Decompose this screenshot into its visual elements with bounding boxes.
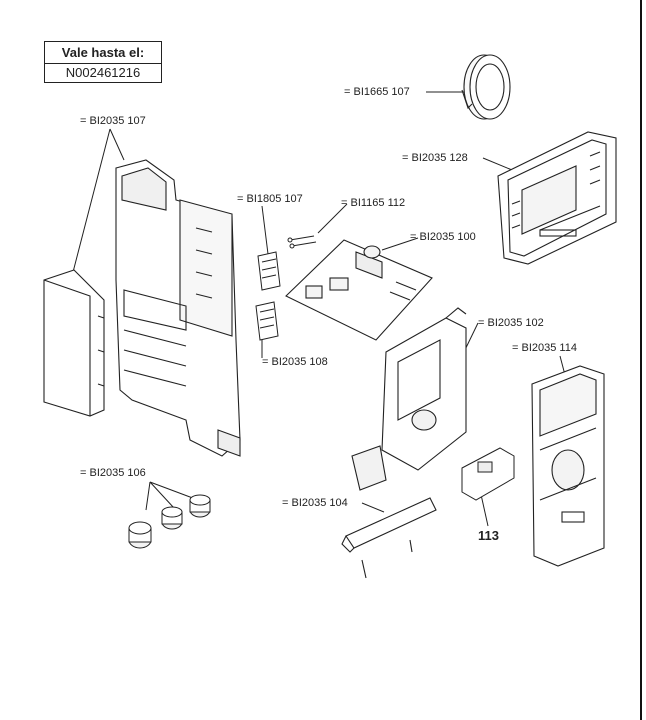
part-bi2035-106-glands: [128, 494, 211, 549]
leader-bi1165-112: [317, 203, 348, 234]
part-bi2035-114-cover: [531, 365, 605, 567]
label-bi1165-112: = BI1165 112: [341, 197, 406, 209]
label-bi1805-107: = BI1805 107: [237, 193, 303, 205]
part-bi2035-104-clamp: [341, 497, 437, 579]
validity-code: N002461216: [65, 65, 141, 80]
label-bi2035-104: = BI2035 104: [282, 497, 348, 509]
leader-bi2035-106: [145, 481, 199, 511]
label-bi2035-106: = BI2035 106: [80, 467, 146, 479]
leader-bi2035-100: [381, 237, 419, 251]
part-bi2035-128-panel: [497, 131, 617, 265]
part-bi1165-112-pins: [287, 235, 317, 249]
label-bi2035-107: = BI2035 107: [80, 115, 146, 127]
part-bi1805-107-terminal: [257, 251, 281, 291]
part-113-board: [461, 447, 515, 501]
validity-divider: [45, 63, 161, 64]
leader-bi2035-128: [482, 157, 513, 171]
part-bi2035-102-frame: [351, 307, 467, 491]
label-bi2035-114: = BI2035 114: [512, 342, 577, 354]
part-side-cover: [43, 269, 105, 417]
part-bi1665-107-knob: [461, 54, 511, 120]
leader-bi2035-107: [71, 128, 125, 277]
leader-bi2035-104: [361, 502, 385, 513]
label-bi2035-100: = BI2035 100: [410, 231, 476, 243]
frame-border-line: [640, 0, 642, 720]
part-bi2035-100-pcb: [285, 239, 433, 341]
label-bi2035-102: = BI2035 102: [478, 317, 544, 329]
part-bi2035-107-housing: [115, 159, 241, 457]
validity-box: Vale hasta el: N002461216: [44, 41, 162, 83]
label-bi1665-107: = BI1665 107: [344, 86, 410, 98]
part-bi2035-108-terminal: [255, 301, 279, 341]
label-bi2035-128: = BI2035 128: [402, 152, 468, 164]
validity-title: Vale hasta el:: [61, 45, 145, 60]
label-bi2035-108: = BI2035 108: [262, 356, 328, 368]
leader-bi1805-107: [261, 205, 269, 255]
label-part-113: 113: [478, 528, 499, 543]
